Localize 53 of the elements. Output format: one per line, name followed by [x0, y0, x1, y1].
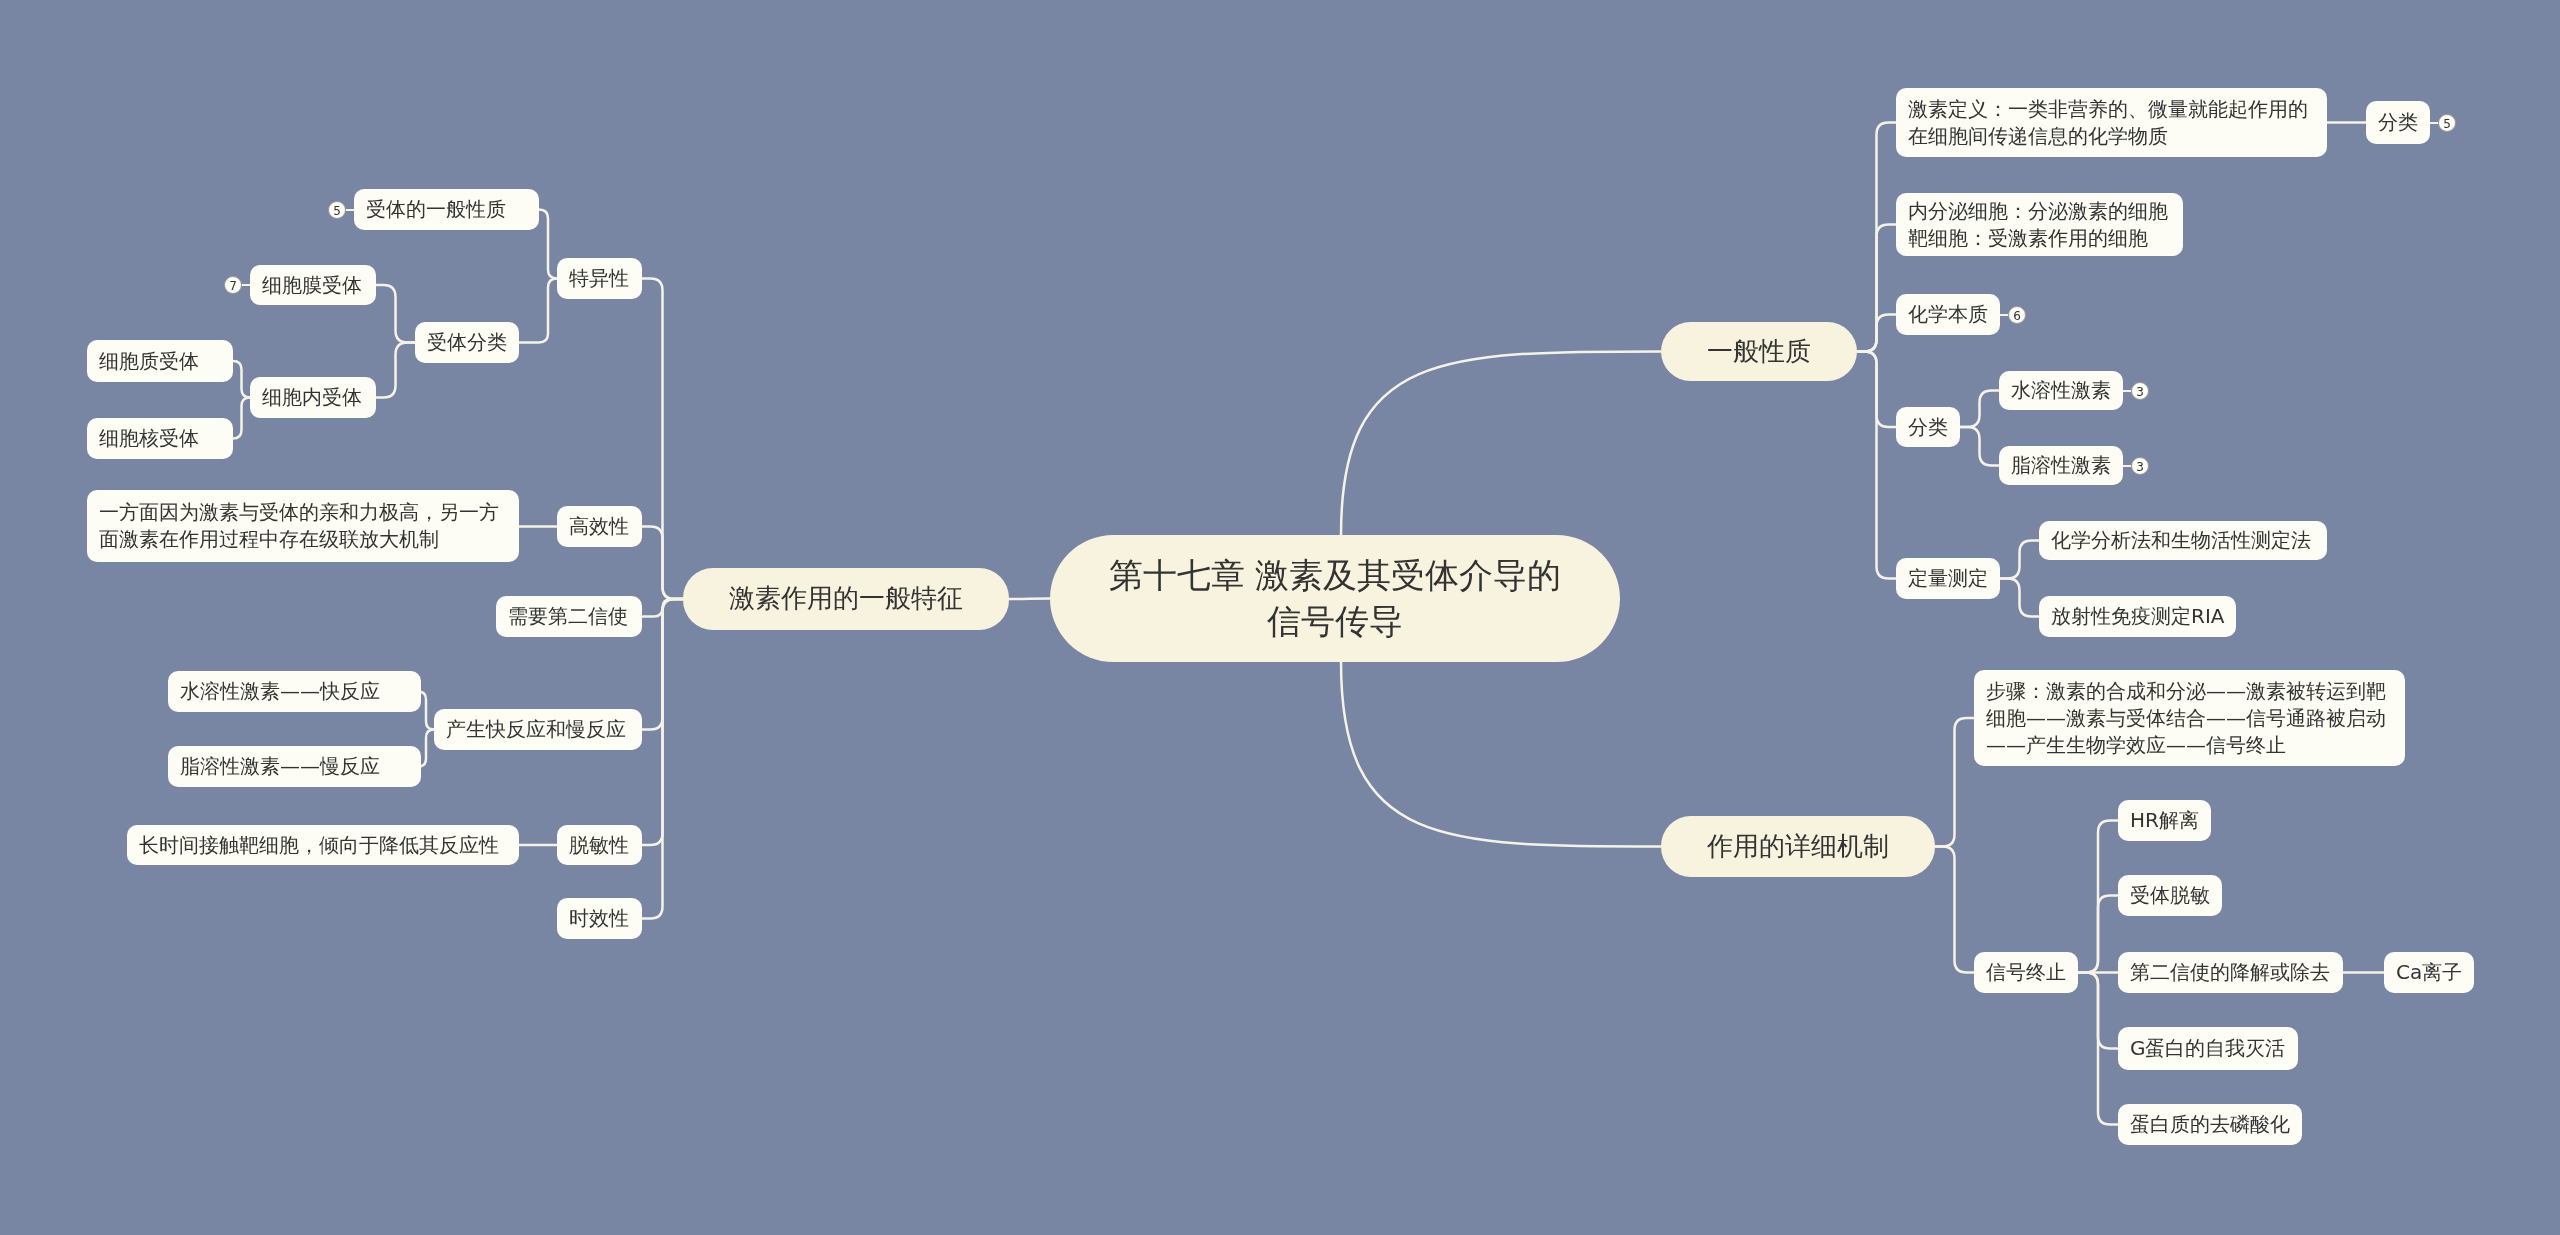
topic-box: 细胞核受体	[87, 418, 233, 459]
topic-box: 脂溶性激素——慢反应	[168, 746, 421, 787]
topic-box: G蛋白的自我灭活	[2118, 1027, 2298, 1070]
topic-box: 受体脱敏	[2118, 875, 2222, 916]
connector-line	[1960, 425, 1999, 467]
connector-line	[1935, 845, 1974, 974]
topic-box: 长时间接触靶细胞，倾向于降低其反应性	[127, 825, 519, 865]
connector-line	[519, 843, 557, 847]
connector-line	[1857, 350, 1896, 580]
topic-box: 受体分类	[415, 322, 519, 363]
topic-box: 一方面因为激素与受体的亲和力极高，另一方面激素在作用过程中存在级联放大机制	[87, 490, 519, 562]
topic-box: 产生快反应和慢反应	[434, 709, 642, 750]
topic-box: 需要第二信使	[496, 596, 642, 637]
topic-box: 内分泌细胞：分泌激素的细胞 靶细胞：受激素作用的细胞	[1896, 193, 2183, 256]
connector-line	[2327, 121, 2366, 124]
topic-box: Ca离子	[2384, 952, 2475, 993]
topic-box: 分类	[2366, 101, 2430, 144]
topic-box: 特异性	[557, 258, 642, 299]
central-topic: 第十七章 激素及其受体介导的信号传导	[1050, 535, 1620, 662]
topic-box: 分类	[1896, 407, 1960, 447]
topic-box: 蛋白质的去磷酸化	[2118, 1104, 2302, 1145]
branch-topic: 一般性质	[1661, 322, 1857, 381]
topic-box: 信号终止	[1974, 952, 2078, 993]
connector-line	[519, 277, 559, 344]
topic-box: 脱敏性	[557, 825, 642, 865]
connector-line	[231, 396, 252, 440]
topic-box: 细胞质受体	[87, 340, 233, 382]
topic-box: HR解离	[2118, 800, 2211, 841]
topic-box: 化学本质	[1896, 294, 2000, 335]
topic-box: 第二信使的降解或除去	[2118, 952, 2343, 993]
connector-line	[1009, 597, 1050, 601]
connector-line	[2000, 577, 2039, 618]
connector-line	[519, 525, 557, 528]
topic-box: 受体的一般性质	[354, 189, 539, 230]
topic-box: 高效性	[557, 506, 642, 547]
topic-box: 步骤：激素的合成和分泌——激素被转运到靶细胞——激素与受体结合——信号通路被启动——产生生物学效应——信号终止	[1974, 670, 2405, 766]
topic-box: 水溶性激素	[1999, 371, 2123, 410]
connector-line	[2343, 971, 2384, 974]
topic-box: 定量测定	[1896, 558, 2000, 599]
connector-line	[1339, 350, 1661, 536]
branch-topic: 激素作用的一般特征	[683, 568, 1009, 630]
topic-box: 细胞膜受体	[250, 265, 376, 305]
topic-box: 激素定义：一类非营养的、微量就能起作用的在细胞间传递信息的化学物质	[1896, 88, 2327, 157]
connector-line	[1339, 661, 1661, 848]
branch-topic: 作用的详细机制	[1661, 816, 1935, 877]
topic-box: 水溶性激素——快反应	[168, 671, 421, 712]
topic-box: 时效性	[557, 898, 642, 939]
topic-box: 脂溶性激素	[1999, 446, 2123, 485]
connector-line	[642, 597, 683, 920]
topic-box: 放射性免疫测定RIA	[2039, 596, 2237, 637]
topic-box: 细胞内受体	[250, 377, 376, 418]
connector-line	[2078, 971, 2118, 1126]
topic-box: 化学分析法和生物活性测定法	[2039, 521, 2327, 560]
